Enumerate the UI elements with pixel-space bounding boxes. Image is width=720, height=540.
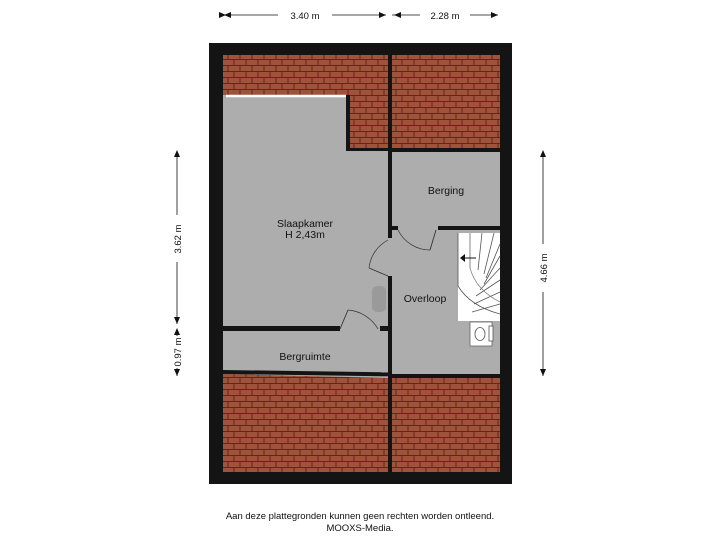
berging-floor [392, 152, 500, 226]
slaapkamer-label: Slaapkamer [277, 218, 334, 230]
slaapkamer-floor [223, 95, 388, 326]
bergruimte-floor [223, 331, 388, 378]
berging-label: Berging [428, 185, 464, 197]
dim-left-upper-label: 3.62 m [173, 224, 184, 253]
dim-left-lower-label: 0.97 m [173, 337, 184, 366]
toilet-icon [469, 321, 494, 347]
roof-top-right [392, 55, 500, 148]
roof-bottom-left [223, 374, 388, 472]
doors [339, 225, 438, 332]
dim-top-right-label: 2.28 m [430, 11, 459, 22]
dim-right-label: 4.66 m [539, 253, 550, 282]
bergruimte-label: Bergruimte [279, 351, 331, 363]
slaapkamer-height-label: H 2,43m [285, 229, 325, 241]
overloop-label: Overloop [404, 293, 447, 305]
dim-top-left-label: 3.40 m [290, 11, 319, 22]
credit-text: MOOXS-Media. [326, 523, 394, 534]
wall-column [372, 286, 386, 312]
staircase [457, 232, 501, 321]
disclaimer-footer: Aan deze plattegronden kunnen geen recht… [0, 511, 720, 535]
roof-bottom-right [392, 378, 500, 472]
disclaimer-text: Aan deze plattegronden kunnen geen recht… [225, 511, 495, 522]
